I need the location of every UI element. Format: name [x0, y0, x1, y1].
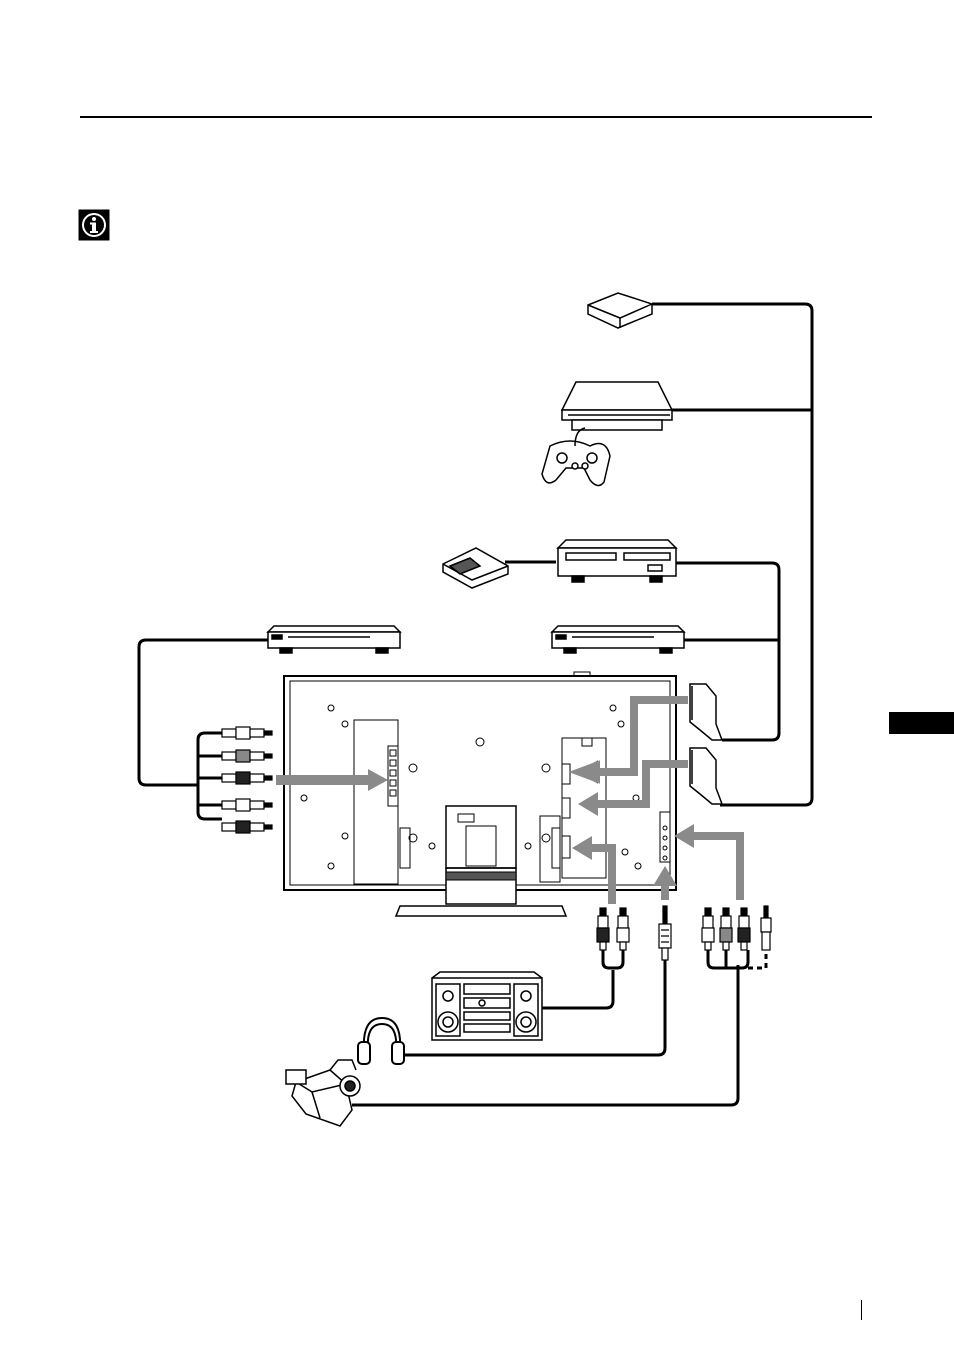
cable-component-split [198, 733, 222, 819]
game-controller [542, 428, 610, 486]
rca-av-plugs [702, 906, 771, 950]
tv-rear-panel [284, 672, 676, 916]
cable-dvd-left [139, 640, 268, 785]
rca-component-plugs [222, 727, 272, 833]
dvd-recorder-left [268, 626, 400, 653]
dvd-player-right [552, 626, 684, 653]
decoder-left [443, 548, 508, 588]
decoder-top [588, 293, 652, 328]
headphones [358, 1018, 404, 1064]
scart-2 [690, 748, 722, 804]
cable-audio-split [603, 950, 623, 968]
cable-av-dashed [748, 950, 766, 968]
cable-camcorder [352, 965, 738, 1105]
vcr-top [558, 540, 676, 582]
cable-av-split [708, 950, 748, 968]
cable-hifi [542, 970, 613, 1008]
rca-audio-plugs [597, 908, 629, 950]
playstation-console [562, 382, 672, 430]
scart-1 [690, 684, 722, 740]
camcorder [286, 1060, 360, 1126]
headphone-jack [659, 906, 671, 960]
hifi-system [432, 972, 542, 1040]
